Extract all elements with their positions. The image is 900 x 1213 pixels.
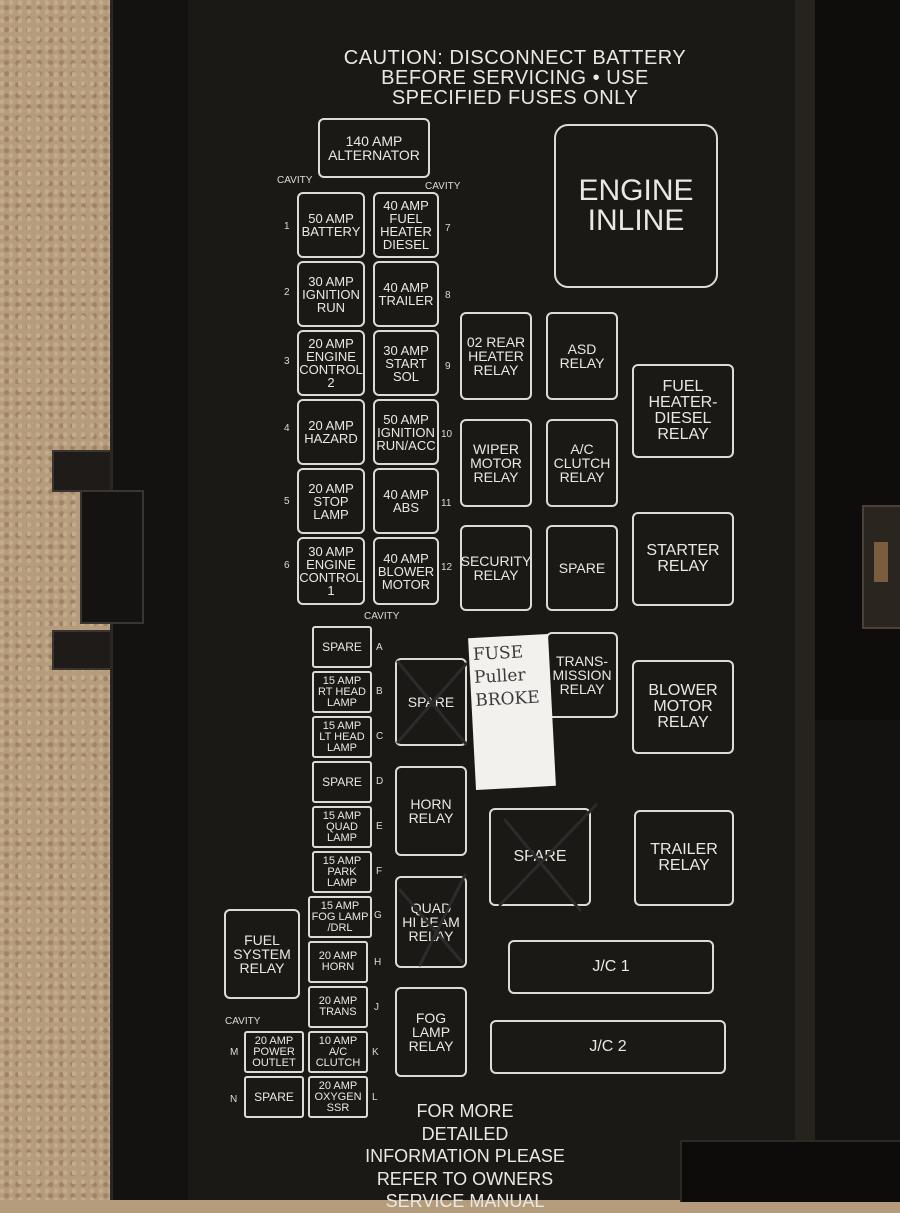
ac-clutch-relay: A/C CLUTCH RELAY [546, 419, 618, 507]
mini-fuse-lt-head-lamp: 15 AMP LT HEAD LAMP [312, 716, 372, 758]
cavity-letter: G [374, 910, 382, 921]
fuse-40a-blower-motor: 40 AMP BLOWER MOTOR [373, 537, 439, 605]
mini-fuse-spare-d: SPARE [312, 761, 372, 803]
mini-fuse-park-lamp: 15 AMP PARK LAMP [312, 851, 372, 893]
mini-fuse-spare-n: SPARE [244, 1076, 304, 1118]
cavity-number: 11 [441, 498, 452, 509]
fog-lamp-relay: FOG LAMP RELAY [395, 987, 467, 1077]
cover-right-rail [795, 0, 815, 1200]
mounting-tab [80, 490, 144, 624]
cavity-letter: C [376, 731, 384, 742]
mounting-clip-lower [52, 630, 112, 670]
cavity-number: 3 [284, 356, 290, 367]
cavity-number: 8 [445, 290, 451, 301]
fuse-30a-engine-control-1: 30 AMP ENGINE CONTROL 1 [297, 537, 365, 605]
cover-bottom-ledge [680, 1140, 900, 1202]
spare-relay-left: SPARE [395, 658, 467, 746]
cavity-letter: K [372, 1047, 379, 1058]
mini-fuse-trans: 20 AMP TRANS [308, 986, 368, 1028]
mini-fuse-fog-lamp-drl: 15 AMP FOG LAMP /DRL [308, 896, 372, 938]
latch-notch [874, 542, 888, 582]
spare-relay-mid: SPARE [546, 525, 618, 611]
cavity-letter: M [230, 1047, 239, 1058]
trailer-relay: TRAILER RELAY [634, 810, 734, 906]
fuel-heater-diesel-relay: FUEL HEATER- DIESEL RELAY [632, 364, 734, 458]
cover-label-panel [188, 0, 800, 1200]
mini-fuse-power-outlet: 20 AMP POWER OUTLET [244, 1031, 304, 1073]
security-relay: SECURITY RELAY [460, 525, 532, 611]
fuse-30a-start-sol: 30 AMP START SOL [373, 330, 439, 396]
cover-latch [862, 505, 900, 629]
fuse-50a-ignition-run-acc: 50 AMP IGNITION RUN/ACC [373, 399, 439, 465]
cavity-number: 2 [284, 287, 290, 298]
cavity-number: 4 [284, 423, 290, 434]
blower-motor-relay: BLOWER MOTOR RELAY [632, 660, 734, 754]
fuse-40a-fuel-heater-diesel: 40 AMP FUEL HEATER DIESEL [373, 192, 439, 258]
fuse-20a-hazard: 20 AMP HAZARD [297, 399, 365, 465]
starter-relay: STARTER RELAY [632, 512, 734, 606]
cavity-number: 1 [284, 221, 290, 232]
cavity-letter: E [376, 821, 383, 832]
footer-text: FOR MORE DETAILED INFORMATION PLEASE REF… [365, 1101, 565, 1211]
fuse-30a-ignition-run: 30 AMP IGNITION RUN [297, 261, 365, 327]
o2-rear-heater-relay: 02 REAR HEATER RELAY [460, 312, 532, 400]
cavity-number: 5 [284, 496, 290, 507]
transmission-relay: TRANS- MISSION RELAY [546, 632, 618, 718]
mounting-clip-upper [52, 450, 112, 492]
cavity-label-bottom: CAVITY [225, 1016, 261, 1027]
cavity-number: 7 [445, 223, 451, 234]
mini-fuse-horn: 20 AMP HORN [308, 941, 368, 983]
cavity-letter: B [376, 686, 383, 697]
fuse-40a-trailer: 40 AMP TRAILER [373, 261, 439, 327]
caution-text: CAUTION: DISCONNECT BATTERY BEFORE SERVI… [343, 47, 687, 109]
wiper-motor-relay: WIPER MOTOR RELAY [460, 419, 532, 507]
handwritten-note: FUSE Puller BROKE [468, 634, 556, 790]
cavity-letter: N [230, 1094, 238, 1105]
cavity-label-left: CAVITY [277, 175, 313, 186]
alternator-fuse: 140 AMP ALTERNATOR [318, 118, 430, 178]
mini-fuse-oxygen-ssr: 20 AMP OXYGEN SSR [308, 1076, 368, 1118]
mini-fuse-quad-lamp: 15 AMP QUAD LAMP [312, 806, 372, 848]
junction-connector-2: J/C 2 [490, 1020, 726, 1074]
mini-fuse-spare-a: SPARE [312, 626, 372, 668]
cavity-label-right: CAVITY [425, 181, 461, 192]
cavity-label-mini: CAVITY [364, 611, 400, 622]
fuse-50a-battery: 50 AMP BATTERY [297, 192, 365, 258]
junction-connector-1: J/C 1 [508, 940, 714, 994]
quad-hi-beam-relay: QUAD HI BEAM RELAY [395, 876, 467, 968]
cavity-letter: J [374, 1002, 379, 1013]
fuse-20a-stop-lamp: 20 AMP STOP LAMP [297, 468, 365, 534]
cavity-letter: H [374, 957, 382, 968]
cavity-letter: L [372, 1092, 378, 1103]
cavity-letter: A [376, 642, 383, 653]
mini-fuse-rt-head-lamp: 15 AMP RT HEAD LAMP [312, 671, 372, 713]
mini-fuse-ac-clutch: 10 AMP A/C CLUTCH [308, 1031, 368, 1073]
engine-inline-block: ENGINE INLINE [554, 124, 718, 288]
cavity-number: 12 [441, 562, 453, 573]
cavity-number: 9 [445, 361, 451, 372]
horn-relay: HORN RELAY [395, 766, 467, 856]
fuse-40a-abs: 40 AMP ABS [373, 468, 439, 534]
cavity-number: 10 [441, 429, 453, 440]
spare-relay-big: SPARE [489, 808, 591, 906]
fuel-system-relay: FUEL SYSTEM RELAY [224, 909, 300, 999]
cavity-number: 6 [284, 560, 290, 571]
asd-relay: ASD RELAY [546, 312, 618, 400]
fuse-20a-engine-control-2: 20 AMP ENGINE CONTROL 2 [297, 330, 365, 396]
cavity-letter: D [376, 776, 384, 787]
cavity-letter: F [376, 866, 383, 877]
